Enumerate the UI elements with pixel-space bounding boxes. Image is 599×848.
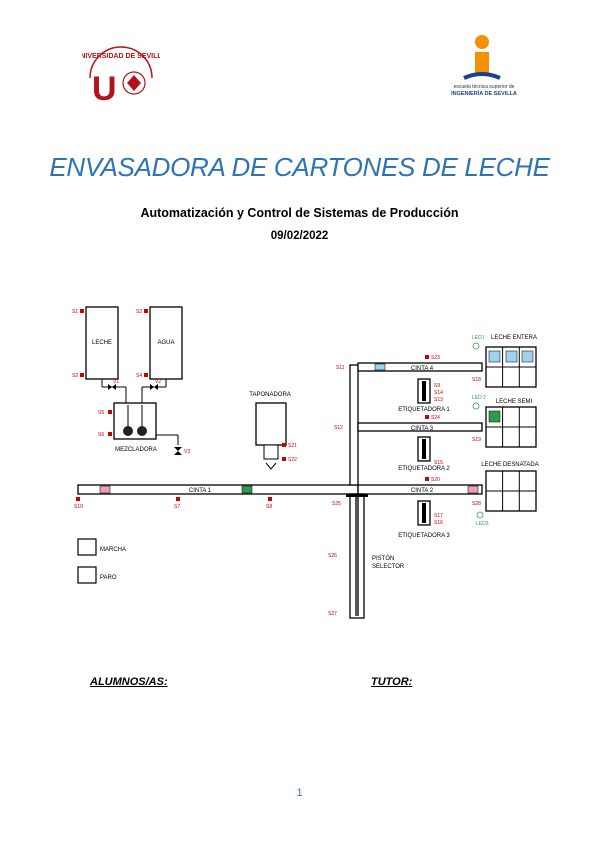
svg-text:S9: S9: [434, 383, 440, 389]
svg-text:S24: S24: [431, 415, 440, 421]
svg-text:S15: S15: [434, 460, 443, 466]
cinta-4: [357, 362, 483, 372]
etsi-logo: escuela técnica superior de INGENIERÍA D…: [448, 32, 520, 106]
svg-text:S17: S17: [434, 513, 443, 519]
tutor-label: TUTOR:: [371, 676, 413, 688]
taponadora: [255, 402, 287, 446]
svg-text:S26: S26: [328, 553, 337, 559]
valve-v3-icon: [174, 447, 182, 455]
svg-text:S1: S1: [72, 309, 78, 315]
svg-text:S22: S22: [288, 457, 297, 463]
piston-label: PISTÓN: [372, 555, 394, 562]
svg-text:S21: S21: [288, 443, 297, 449]
svg-text:S12: S12: [334, 425, 343, 431]
valve-v2-icon: [150, 384, 158, 390]
tank-leche-label: LECHE: [92, 340, 112, 346]
svg-text:S13: S13: [434, 397, 443, 403]
leche-desnatada-label: LECHE DESNATADA: [481, 462, 538, 468]
led1-label: LED1: [472, 335, 485, 341]
tank-agua-label: AGUA: [157, 340, 174, 346]
universidad-sevilla-logo: UNIVERSIDAD DE SEVILLA U: [75, 38, 167, 108]
etsi-mark-icon: [463, 35, 501, 80]
svg-text:S20: S20: [431, 477, 440, 483]
selector-label: SELECTOR: [372, 564, 405, 570]
svg-text:S2: S2: [72, 373, 78, 379]
etsi-line2: INGENIERÍA DE SEVILLA: [451, 91, 517, 97]
page-subtitle: Automatización y Control de Sistemas de …: [140, 206, 459, 220]
paro-label: PARO: [100, 575, 117, 581]
svg-text:S8: S8: [266, 504, 272, 510]
page-number: 1: [296, 787, 303, 799]
svg-text:S25: S25: [332, 501, 341, 507]
svg-text:S16: S16: [434, 520, 443, 526]
led3-label: LED3: [476, 521, 489, 527]
svg-text:S27: S27: [328, 611, 337, 617]
cinta-3-label: CINTA 3: [411, 426, 434, 432]
valve-v1-icon: [108, 384, 116, 390]
svg-text:S11: S11: [336, 365, 345, 371]
svg-text:S19: S19: [472, 437, 481, 443]
grid-leche-desnatada: [485, 470, 537, 512]
leche-entera-label: LECHE ENTERA: [491, 335, 537, 341]
mezcladora-label: MEZCLADORA: [115, 447, 157, 453]
led2-label: LED 2: [472, 395, 486, 401]
svg-text:S6: S6: [98, 432, 104, 438]
svg-text:S18: S18: [472, 377, 481, 383]
marcha-label: MARCHA: [100, 547, 126, 553]
svg-text:V2: V2: [155, 379, 161, 385]
svg-text:UNIVERSIDAD DE SEVILLA: UNIVERSIDAD DE SEVILLA: [82, 53, 160, 60]
process-diagram: LECHE AGUA S1 S2 S3 S4 V1 V2 S5 S6 MEZCL…: [72, 306, 539, 619]
alumnos-label: ALUMNOS/AS:: [90, 676, 168, 688]
svg-text:S4: S4: [136, 373, 142, 379]
cinta-1-label: CINTA 1: [189, 488, 212, 494]
svg-text:S23: S23: [431, 355, 440, 361]
taponadora-label: TAPONADORA: [249, 392, 291, 398]
mezcladora: [113, 402, 157, 440]
leche-semi-label: LECHE SEMI: [496, 399, 533, 405]
svg-text:S7: S7: [174, 504, 180, 510]
etiquetadora-2-label: ETIQUETADORA 2: [398, 466, 450, 472]
cinta-3: [357, 422, 483, 432]
svg-text:S5: S5: [98, 410, 104, 416]
cinta-2: [357, 484, 483, 495]
cinta-1: [77, 484, 359, 495]
page-date: 09/02/2022: [270, 230, 329, 242]
svg-text:S28: S28: [472, 501, 481, 507]
cinta-2-label: CINTA 2: [411, 488, 434, 494]
svg-text:S3: S3: [136, 309, 142, 315]
marcha-button[interactable]: [77, 538, 97, 556]
cinta-4-label: CINTA 4: [411, 366, 434, 372]
tank-agua: [149, 306, 183, 380]
etiquetadora-1-label: ETIQUETADORA 1: [398, 407, 450, 413]
svg-text:V1: V1: [113, 379, 119, 385]
etsi-line1: escuela técnica superior de: [453, 84, 515, 90]
paro-button[interactable]: [77, 566, 97, 584]
page-title: ENVASADORA DE CARTONES DE LECHE: [49, 152, 550, 182]
etiquetadora-3-label: ETIQUETADORA 3: [398, 533, 450, 539]
svg-text:S14: S14: [434, 390, 443, 396]
svg-text:S10: S10: [74, 504, 83, 510]
svg-text:V3: V3: [184, 449, 190, 455]
svg-text:U: U: [92, 70, 117, 106]
seal-icon: UNIVERSIDAD DE SEVILLA U: [75, 46, 167, 108]
grid-leche-semi: [485, 406, 537, 448]
grid-leche-entera: [485, 346, 537, 388]
